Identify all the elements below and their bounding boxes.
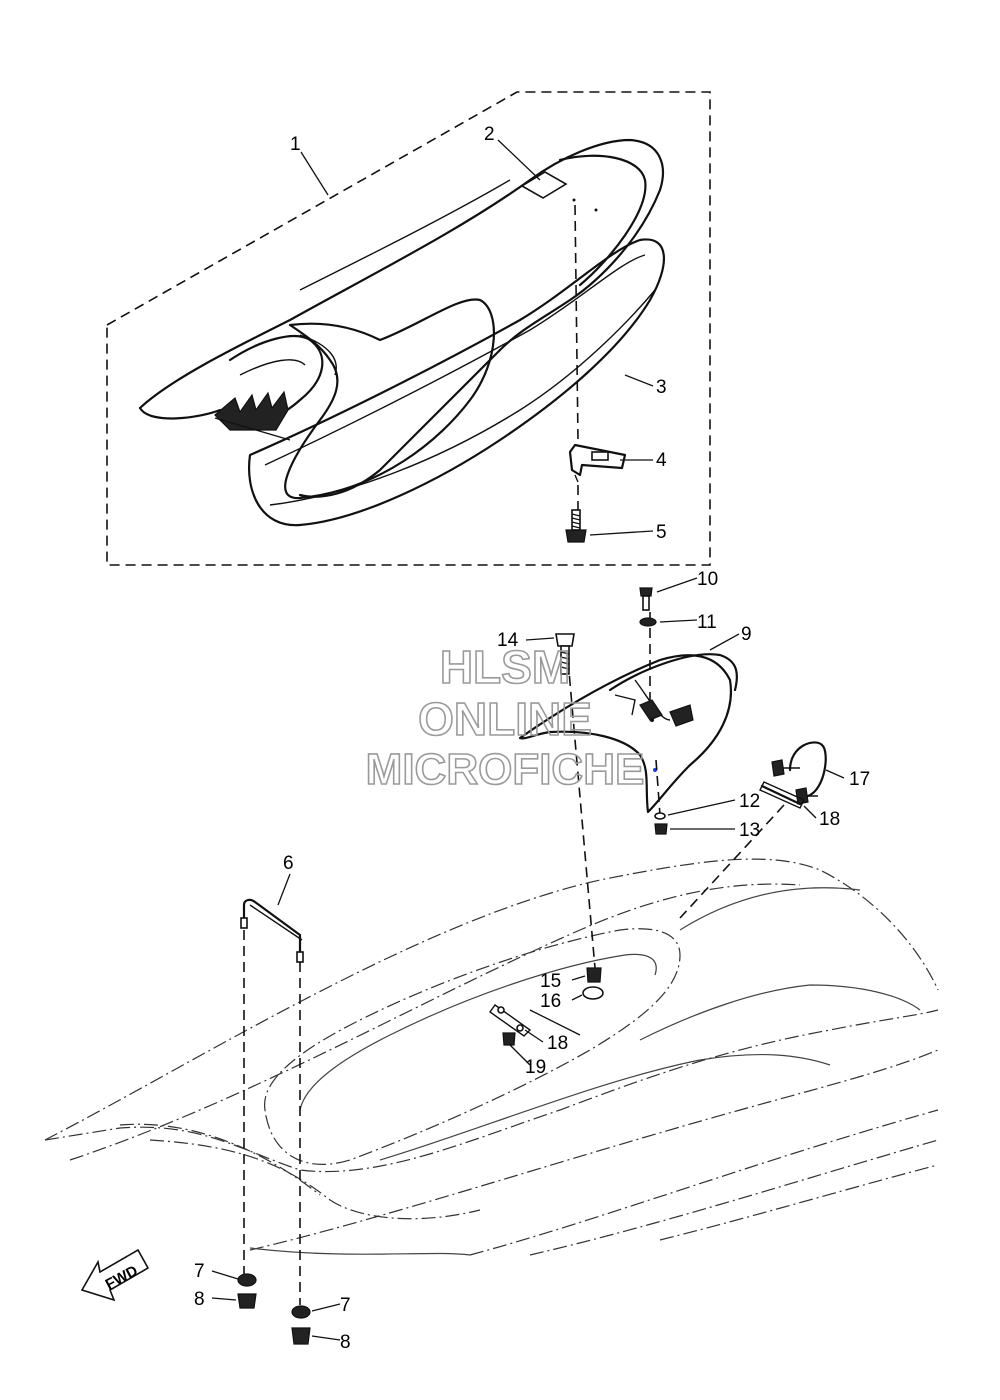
callout-9: 9 (741, 624, 752, 645)
callout-6: 6 (283, 853, 294, 874)
watermark: HLSM ONLINE MICROFICHE (365, 640, 645, 795)
plate-18-upper (760, 784, 802, 806)
callout-11: 11 (697, 612, 717, 633)
bolt-14 (555, 633, 575, 675)
seat-assembly-boundary (106, 91, 711, 566)
callout-12: 12 (739, 791, 760, 812)
plate-18-lower (489, 1004, 532, 1037)
forward-direction-arrow: FWD (80, 1248, 150, 1302)
callout-3: 3 (656, 377, 667, 398)
callout-15: 15 (540, 971, 561, 992)
bolt-5 (565, 509, 587, 543)
grab-handle-6 (240, 898, 304, 963)
nut-8-right (291, 1327, 311, 1345)
callout-7-right: 7 (340, 1295, 351, 1316)
callout-17: 17 (849, 769, 870, 790)
watermark-line-1: HLSM (440, 641, 570, 693)
nut-8-left (237, 1293, 257, 1309)
washer-11 (639, 617, 657, 627)
callout-5: 5 (656, 522, 667, 543)
callout-14: 14 (497, 630, 519, 651)
callout-4: 4 (656, 450, 667, 471)
seat-bracket (568, 443, 627, 483)
collar-15 (586, 967, 602, 983)
watermark-line-2: ONLINE (418, 693, 592, 745)
callout-10: 10 (697, 569, 718, 590)
washer-7-right (291, 1305, 311, 1319)
grommet-16 (582, 986, 604, 1000)
nut-13 (654, 823, 668, 835)
seat (138, 138, 666, 527)
callout-1: 1 (290, 134, 301, 155)
leader-lines (211, 139, 845, 1341)
bolt-10 (639, 587, 653, 611)
callout-8-right: 8 (340, 1332, 351, 1353)
callout-labels: 1 2 3 4 5 6 7 7 8 8 9 10 11 12 13 14 15 … (194, 124, 870, 1353)
rear-cover (518, 653, 738, 814)
callout-7-left: 7 (194, 1261, 205, 1282)
nut-19 (502, 1032, 516, 1046)
callout-18-lower: 18 (547, 1033, 568, 1054)
watermark-line-3: MICROFICHE (366, 745, 645, 794)
callout-8-left: 8 (194, 1289, 205, 1310)
u-bolt-17 (771, 741, 827, 805)
washer-7-left (237, 1273, 257, 1287)
hull-outline (44, 858, 939, 1256)
callout-16: 16 (540, 991, 561, 1012)
washer-12 (654, 812, 666, 820)
callout-13: 13 (739, 820, 760, 841)
callout-19: 19 (525, 1057, 546, 1078)
callout-2: 2 (484, 124, 495, 145)
callout-18-upper: 18 (819, 809, 840, 830)
